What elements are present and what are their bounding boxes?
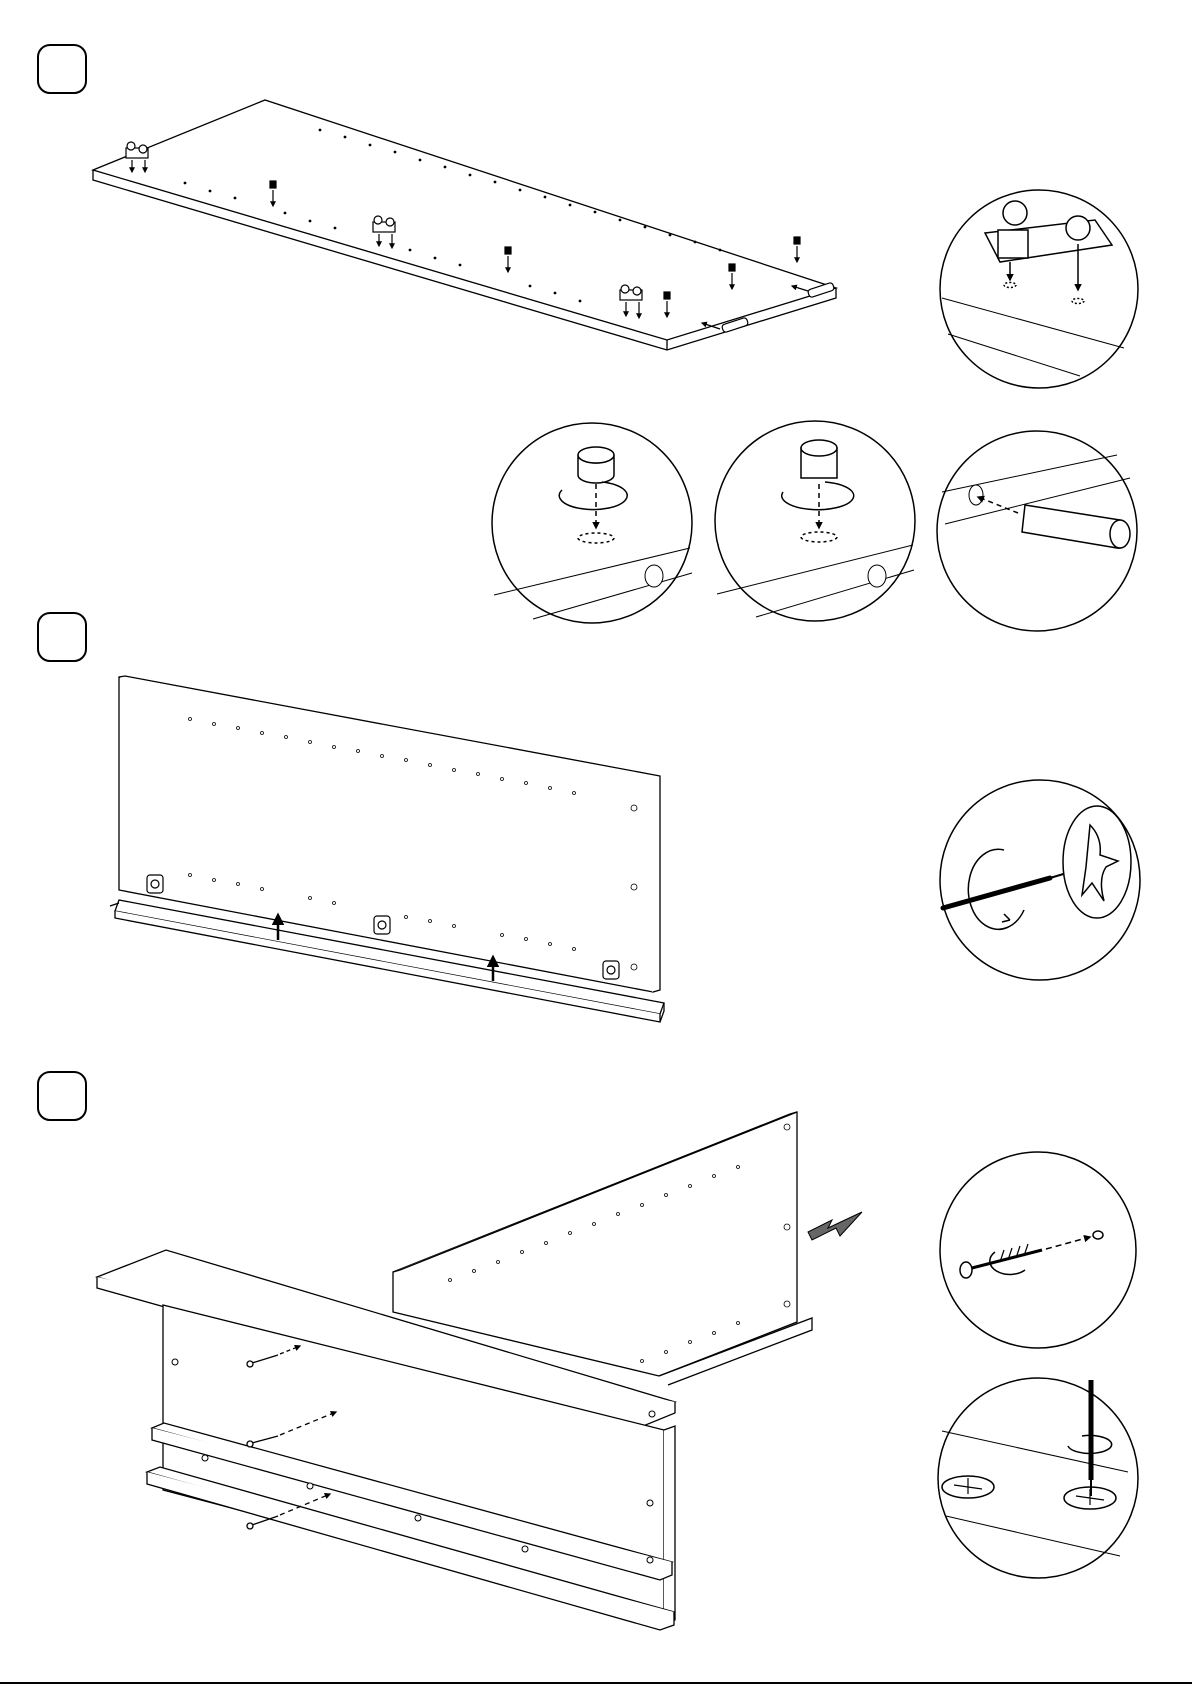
- detail-dowel-insert: [937, 431, 1137, 631]
- step-2-number-box: [38, 613, 86, 661]
- direction-arrow-icon: [808, 1212, 862, 1240]
- detail-screwdriver-turn: [940, 780, 1140, 980]
- page-bottom-rule: [0, 1682, 1192, 1684]
- detail-cam-lock-rotate: [715, 421, 915, 621]
- step-3-number-box: [38, 1072, 86, 1120]
- step-1-number-box: [38, 45, 86, 93]
- detail-bolt-insert: [940, 1152, 1136, 1348]
- detail-shelf-support: [940, 190, 1138, 388]
- detail-cam-tighten: [938, 1378, 1138, 1578]
- detail-cam-lock-insert: [492, 423, 692, 623]
- side-panel-flat: [93, 100, 836, 350]
- back-panel-upright: [119, 676, 660, 992]
